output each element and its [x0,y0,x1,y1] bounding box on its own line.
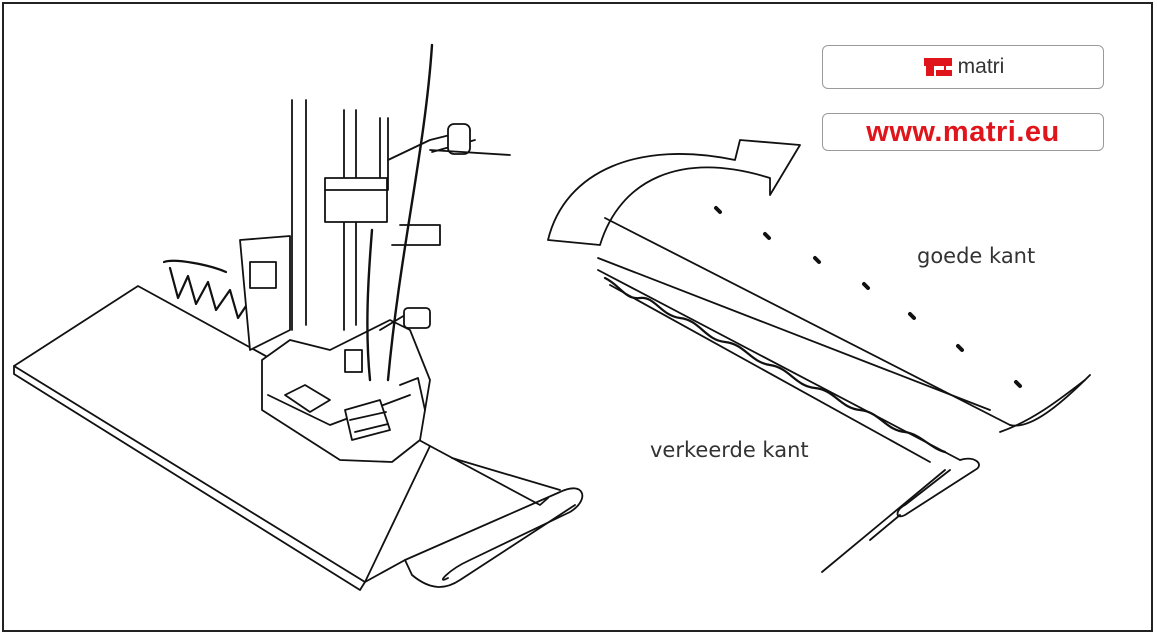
website-url: www.matri.eu [866,115,1060,148]
wrong-side-label: verkeerde kant [650,438,809,462]
stitch-marks [714,206,1022,388]
website-link[interactable]: www.matri.eu [822,113,1104,151]
folded-fabric [13,285,584,591]
brand-name: matri [957,55,1005,78]
matri-logo[interactable]: matri [822,45,1104,89]
presser-foot [239,99,511,463]
right-side-label: goede kant [917,244,1036,268]
hem-stitch-wave [603,276,947,454]
needle-thread [366,43,434,382]
hemmed-fabric [597,217,1091,573]
fold-arrow [547,139,801,246]
sewing-machine-icon [923,58,952,76]
